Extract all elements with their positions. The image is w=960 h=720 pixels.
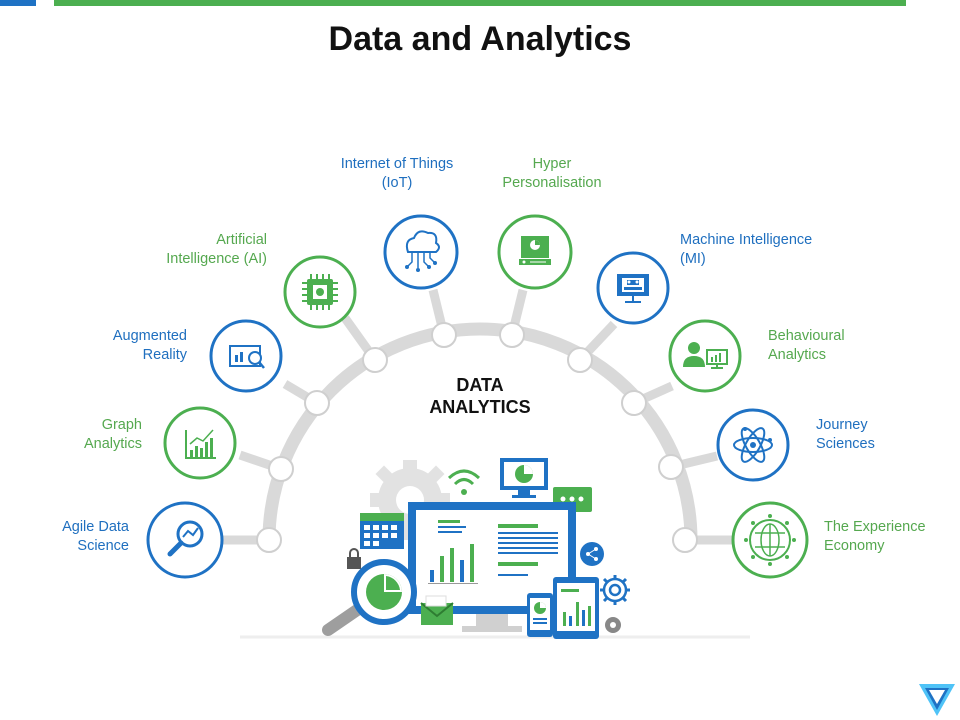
label-augmented-reality: Augmented Reality: [112, 328, 187, 363]
center-label-line2: ANALYTICS: [429, 397, 531, 417]
monitor-pie-icon: [500, 458, 548, 498]
envelope-icon: [420, 595, 454, 625]
globe-icon: [731, 501, 809, 579]
tablet-icon: [553, 577, 599, 639]
label-journey-sciences: Journey Sciences: [816, 417, 875, 452]
small-gear-icon: [600, 575, 630, 605]
label-agile-data-science: Agile Data Science: [62, 519, 129, 554]
center-label: DATA ANALYTICS: [400, 374, 560, 418]
analytics-illustration: [240, 458, 750, 639]
share-icon: [580, 542, 604, 566]
junction-nodes: [256, 322, 698, 553]
slide-title: Data and Analytics: [328, 20, 632, 58]
wifi-icon: [447, 469, 481, 495]
lock-icon: [347, 548, 361, 569]
label-behavioural-analytics: Behavioural Analytics: [768, 328, 845, 363]
phone-icon: [527, 593, 553, 637]
center-label-line1: DATA: [456, 375, 504, 395]
bar-chart-icon: [163, 406, 237, 480]
screen-search-icon: [209, 319, 283, 393]
label-experience-economy: The Experience Economy: [824, 519, 926, 554]
magnifier-chart-icon: [146, 501, 224, 579]
user-monitor-icon: [668, 319, 742, 393]
label-graph-analytics: Graph Analytics: [83, 417, 142, 452]
label-artificial-intelligence: Artificial Intelligence (AI): [166, 232, 267, 267]
chip-icon: [283, 255, 357, 329]
cloud-network-icon: [383, 214, 459, 290]
server-icon: [497, 214, 573, 290]
magnifier-pie-icon: [322, 559, 417, 636]
main-arc: [262, 322, 698, 541]
corner-logo-icon: [919, 684, 955, 716]
atom-icon: [716, 408, 790, 482]
tiny-gear-icon: [605, 617, 621, 633]
robot-icon: [596, 251, 670, 325]
top-accent-blue: [0, 0, 36, 6]
main-monitor: [408, 502, 576, 632]
top-accent-green: [54, 0, 906, 6]
label-hyper-personalisation: Hyper Personalisation: [502, 156, 602, 191]
calendar-icon: [360, 513, 404, 549]
label-machine-intelligence: Machine Intelligence (MI): [680, 232, 813, 267]
label-internet-of-things: Internet of Things (IoT): [340, 156, 454, 191]
